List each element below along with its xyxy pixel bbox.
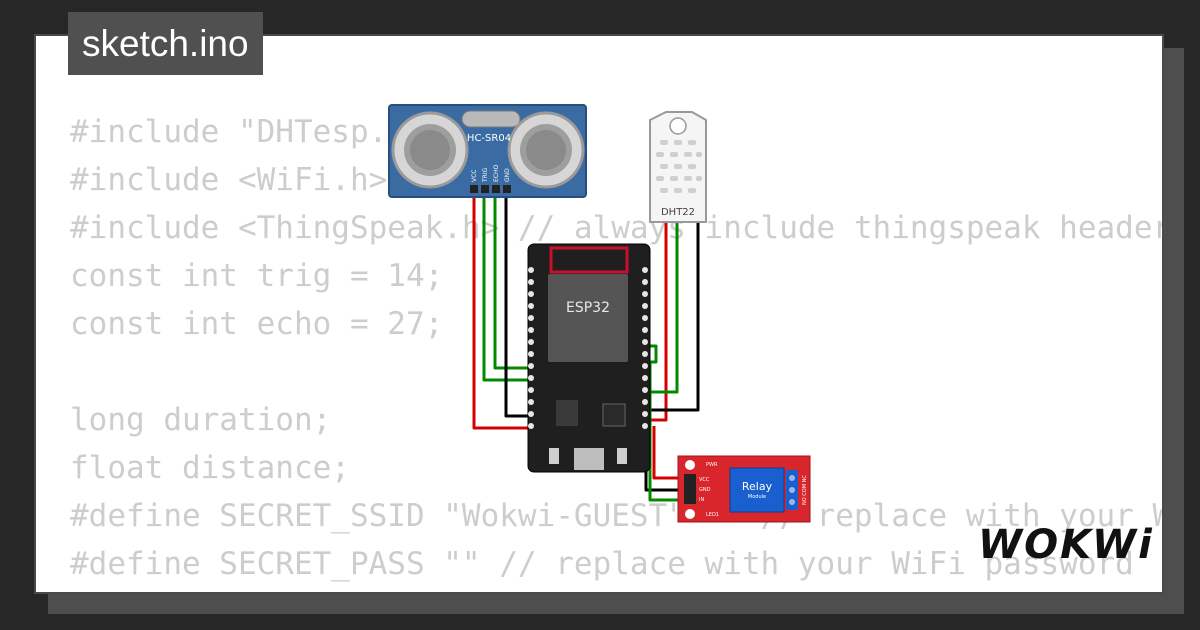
wire-relay-vcc <box>652 426 684 480</box>
relay-label: Relay <box>742 480 773 493</box>
code-line: const int trig = 14; <box>70 258 444 294</box>
code-line: const int echo = 27; <box>70 306 444 342</box>
wire-vcc-ultrasonic <box>472 190 540 430</box>
esp32-left-pins <box>528 267 534 429</box>
dht22-label: DHT22 <box>661 207 695 218</box>
esp32-right-pins <box>642 267 648 429</box>
wire-dht-gnd <box>640 222 700 412</box>
relay-pin-in: IN <box>699 497 704 503</box>
wire-relay-in <box>642 344 684 502</box>
code-line: #define SECRET_PASS "" // replace with y… <box>70 546 1134 582</box>
relay-module: PWR LED1 VCC GND IN Relay Module NO COM … <box>677 455 811 523</box>
code-line: #define SECRET_SSID "Wokwi-GUEST" // rep… <box>70 498 1162 534</box>
relay-pwr-label: PWR <box>706 462 718 468</box>
pin-label-gnd: GND <box>504 168 511 182</box>
relay-sublabel: Module <box>748 494 766 500</box>
relay-terminal-label: NO COM NC <box>802 475 808 505</box>
wire-trig <box>482 190 540 382</box>
wire-dht-data <box>640 222 679 394</box>
hc-sr04-sensor: HC-SR04 VCC TRIG ECHO GND <box>388 104 587 198</box>
pin-label-trig: TRIG <box>482 167 489 183</box>
code-line: float distance; <box>70 450 350 486</box>
esp32-label: ESP32 <box>566 300 610 316</box>
relay-pin-gnd: GND <box>699 487 711 493</box>
code-line: #include <WiFi.h> <box>70 162 388 198</box>
pin-label-vcc: VCC <box>471 170 478 182</box>
pin-label-echo: ECHO <box>493 165 500 182</box>
relay-led-label: LED1 <box>706 512 719 518</box>
dht22-sensor: DHT22 <box>649 111 707 223</box>
relay-pin-vcc: VCC <box>699 477 710 483</box>
code-line: long duration; <box>70 402 332 438</box>
wokwi-logo: WOKWi <box>978 522 1154 568</box>
hc-sr04-label: HC-SR04 <box>467 133 511 144</box>
esp32-board: ESP32 <box>527 243 651 473</box>
file-name-tab[interactable]: sketch.ino <box>68 12 263 75</box>
wire-echo <box>493 190 540 370</box>
